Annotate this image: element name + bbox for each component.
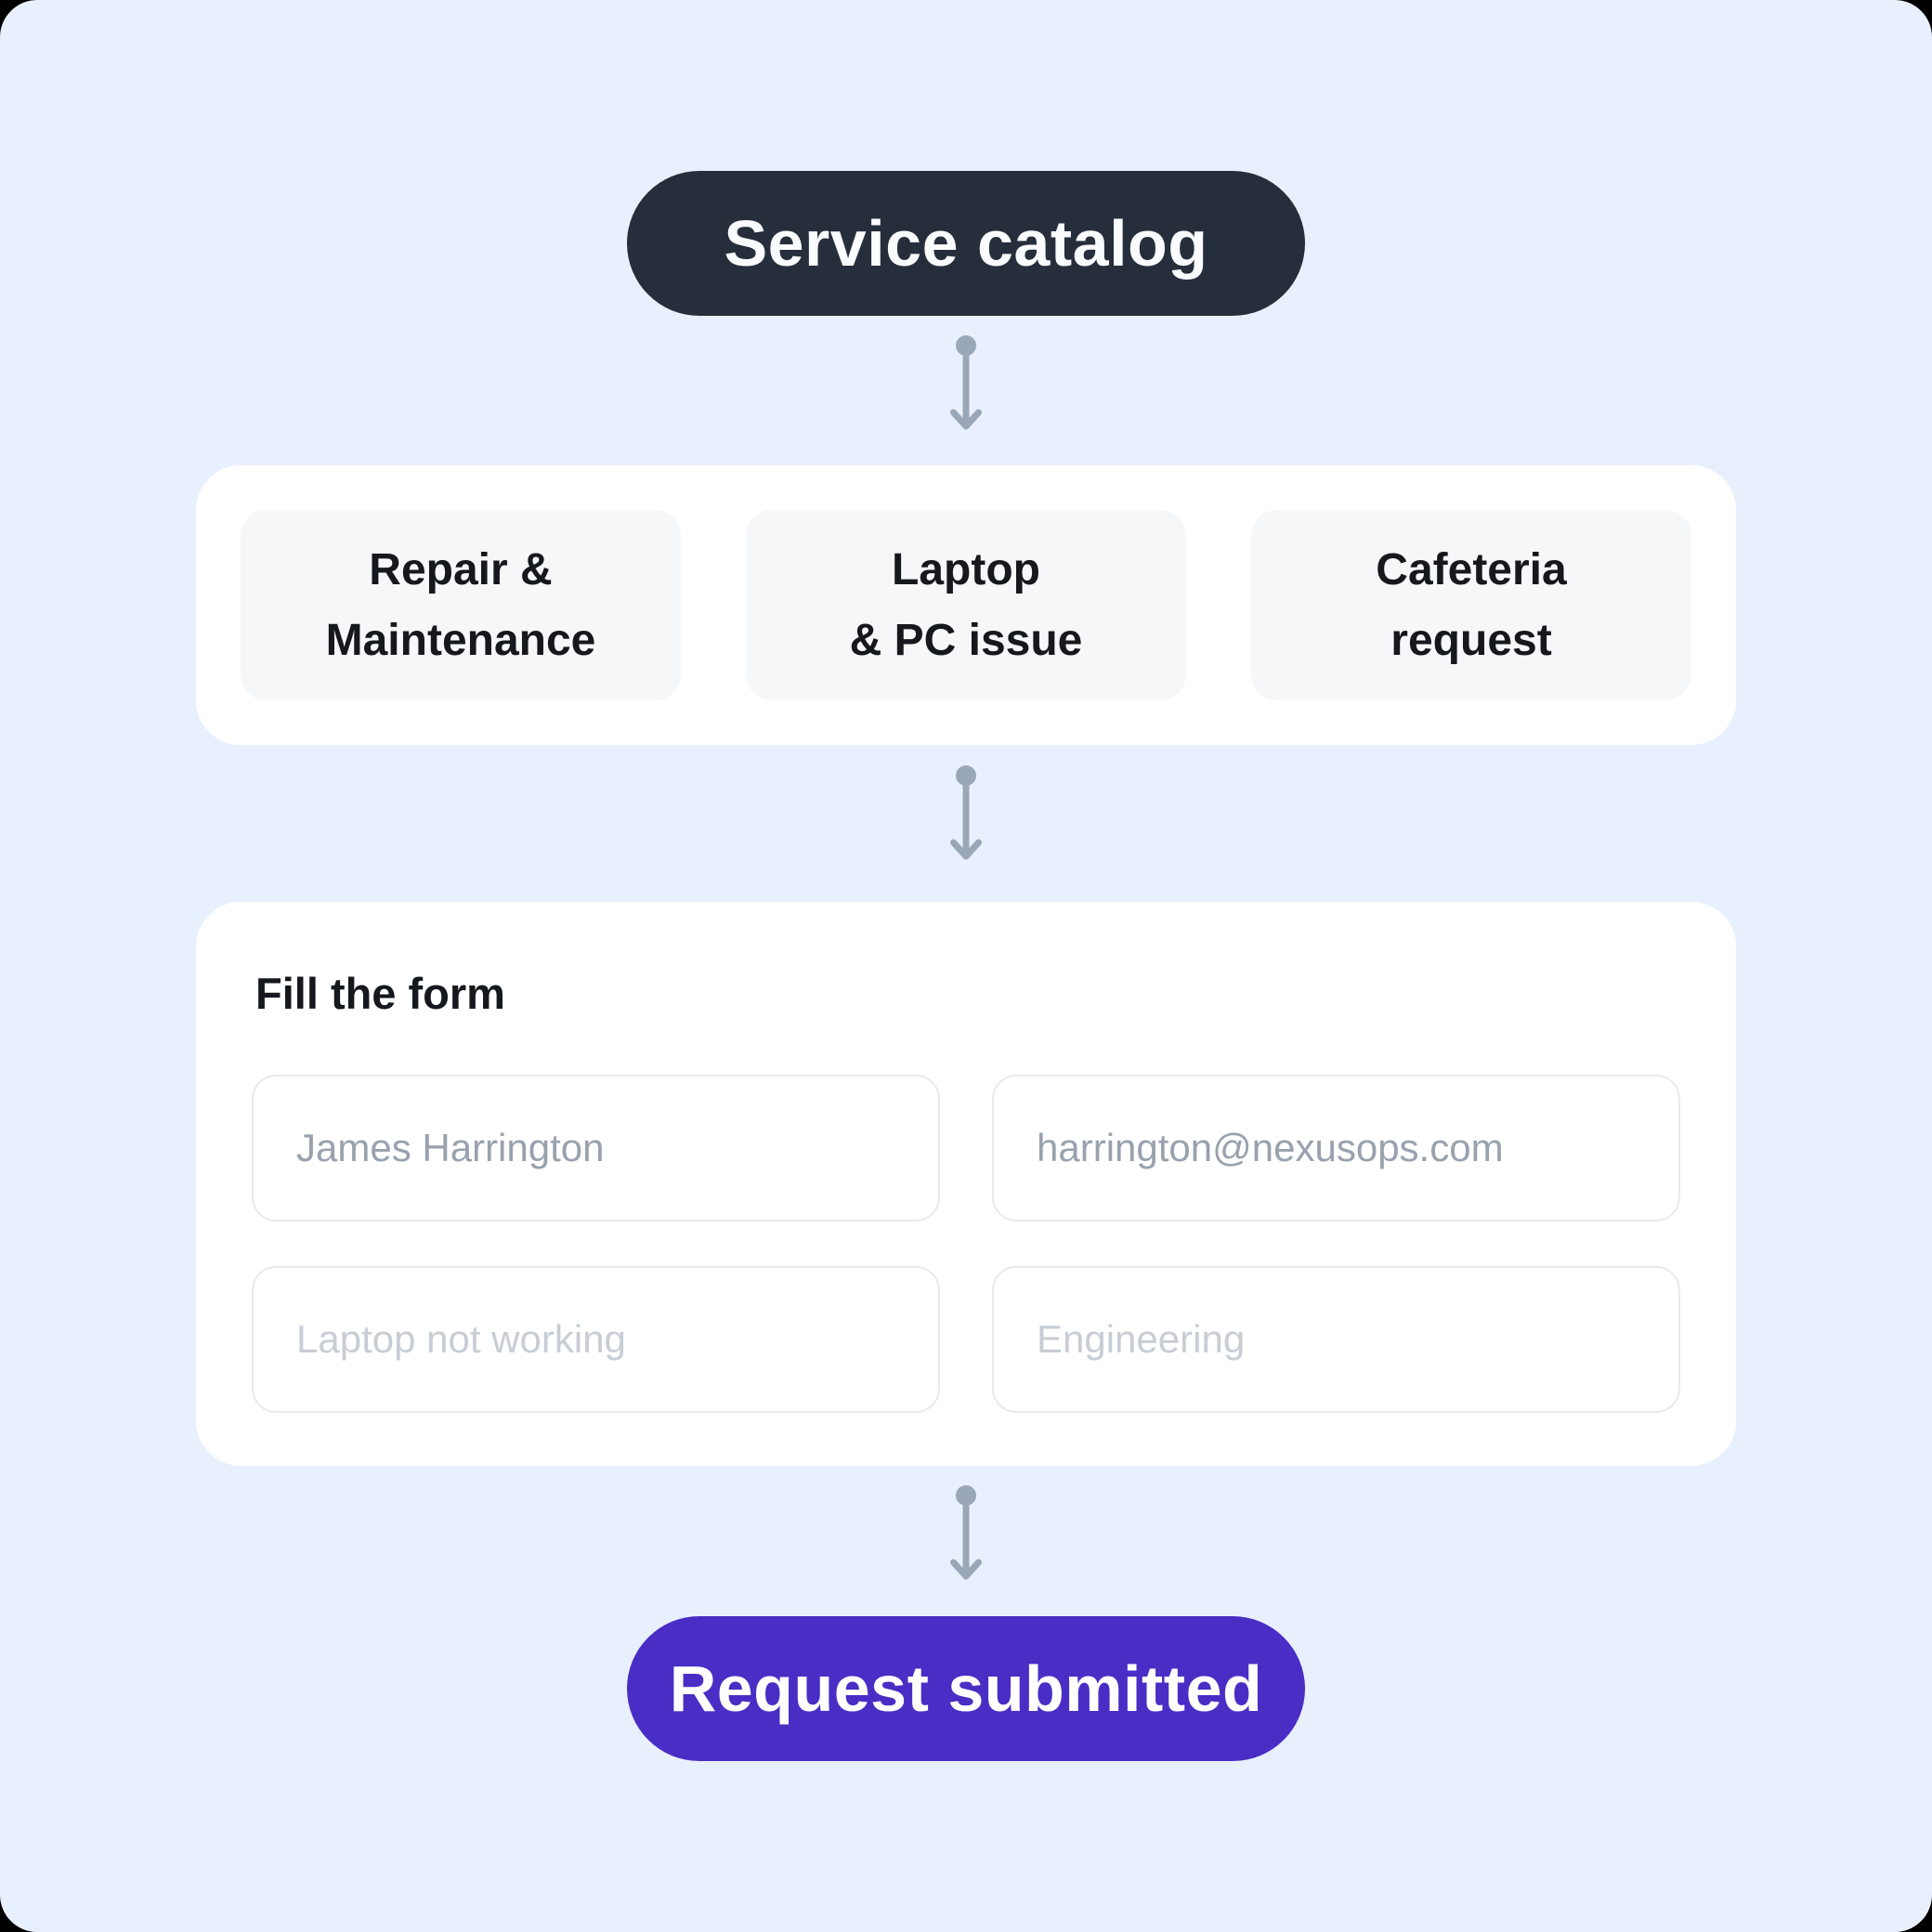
request-submitted-button[interactable]: Request submitted — [627, 1616, 1305, 1761]
catalog-option-laptop-pc-issue[interactable]: Laptop & PC issue — [746, 510, 1186, 700]
arrow-down-icon — [938, 765, 994, 869]
form-grid — [252, 1075, 1680, 1413]
email-input[interactable] — [992, 1075, 1680, 1221]
department-input[interactable] — [992, 1266, 1680, 1413]
name-input[interactable] — [252, 1075, 940, 1221]
form-title: Fill the form — [255, 969, 505, 1018]
option-label-line: & PC issue — [849, 615, 1083, 665]
catalog-option-repair-maintenance[interactable]: Repair & Maintenance — [241, 510, 681, 700]
option-label-line: Repair & — [369, 544, 553, 594]
catalog-option-cafeteria-request[interactable]: Cafeteria request — [1251, 510, 1691, 700]
issue-input[interactable] — [252, 1266, 940, 1413]
arrow-down-icon — [938, 1485, 994, 1589]
option-label-line: request — [1390, 615, 1552, 665]
service-catalog-label: Service catalog — [724, 207, 1208, 280]
service-catalog-node: Service catalog — [627, 171, 1305, 316]
fill-form-panel: Fill the form — [196, 902, 1736, 1466]
request-submitted-label: Request submitted — [669, 1652, 1263, 1725]
option-label-line: Maintenance — [325, 615, 596, 665]
service-catalog-panel: Repair & Maintenance Laptop & PC issue C… — [196, 465, 1736, 745]
arrow-down-icon — [938, 335, 994, 439]
option-label-line: Laptop — [892, 544, 1040, 594]
option-label-line: Cafeteria — [1376, 544, 1567, 594]
